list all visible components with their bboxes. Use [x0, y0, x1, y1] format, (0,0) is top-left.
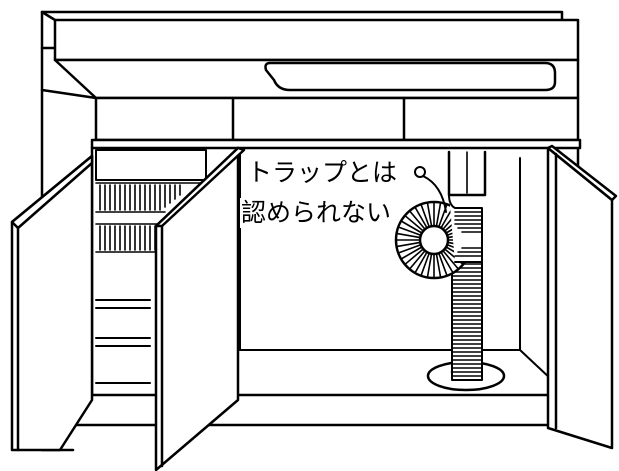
coil-rib	[435, 252, 442, 279]
coil-rib	[408, 210, 426, 231]
coil-rib	[397, 226, 422, 237]
annotation-leader	[414, 166, 447, 213]
coiled-drain-hose-trap	[394, 194, 483, 280]
annotation-text-line-1: トラップとは	[246, 158, 399, 188]
coil-rib	[404, 214, 425, 232]
coil-rib	[426, 252, 433, 279]
coil-rib	[404, 248, 425, 266]
coil-rib	[414, 251, 428, 274]
sink-basin	[264, 61, 557, 92]
front-apron	[94, 96, 580, 142]
coil-rib	[435, 201, 442, 228]
left-interior-shelves	[95, 149, 207, 384]
corrugated-drain-pipe	[451, 259, 483, 381]
left-inner-door	[154, 146, 246, 471]
drain-pipe-upper	[447, 150, 487, 197]
left-outer-door	[10, 154, 94, 452]
coil-rib	[408, 249, 426, 270]
coil-rib	[395, 241, 422, 248]
coil-rib	[442, 249, 460, 270]
right-door	[546, 144, 618, 450]
coil-rib	[437, 252, 448, 277]
dish-rack	[95, 182, 206, 253]
coil-rib	[420, 252, 431, 277]
coil-rib	[414, 206, 428, 229]
coil-rib	[400, 220, 423, 234]
annotation-text-line-2: 認められない	[240, 198, 393, 228]
backsplash	[40, 10, 580, 62]
coil-rib	[420, 203, 431, 228]
coil-rib	[395, 232, 422, 239]
coil-rib	[400, 246, 423, 260]
coil-rib	[440, 251, 454, 274]
coil-rib	[426, 201, 433, 228]
coil-rib	[397, 243, 422, 254]
